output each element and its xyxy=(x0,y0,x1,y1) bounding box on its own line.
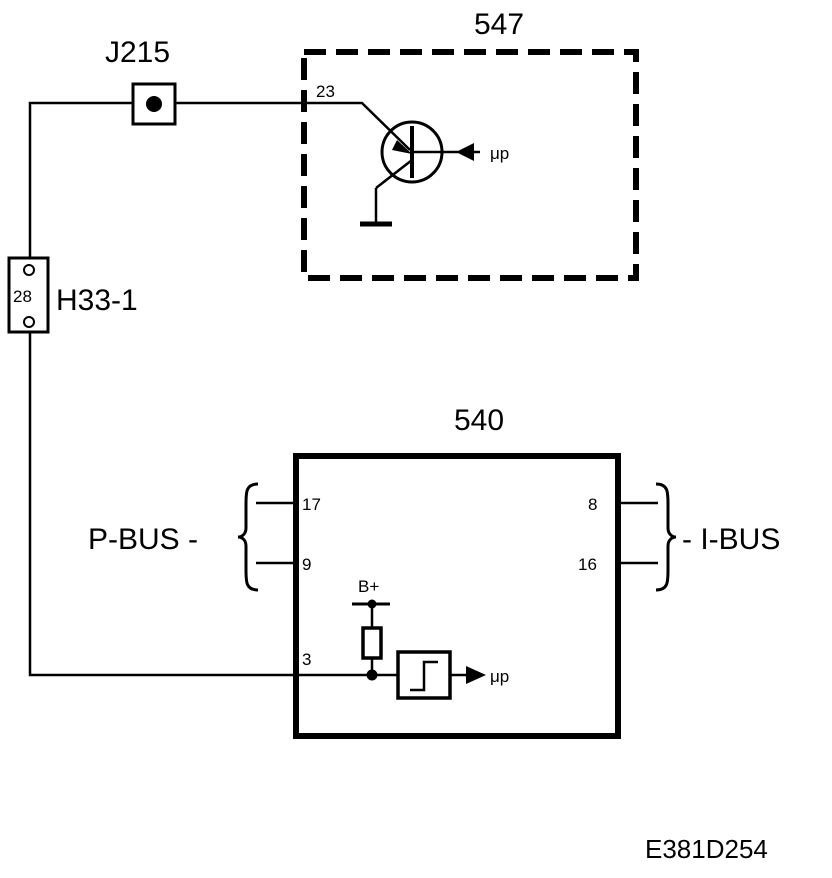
connector-h33-1-pin: 28 xyxy=(13,287,32,306)
module-540-pin-16: 16 xyxy=(578,555,597,574)
supply-b-plus-label: B+ xyxy=(358,577,379,596)
transistor-symbol xyxy=(360,120,444,227)
schmitt-trigger: μp xyxy=(372,650,509,700)
module-547: 547 23 μp xyxy=(301,8,639,281)
i-bus-label: - I-BUS xyxy=(682,523,780,556)
p-bus-label: P-BUS - xyxy=(88,523,198,556)
output-arrow-icon xyxy=(466,666,486,684)
module-540-label: 540 xyxy=(454,404,504,437)
module-540: 540 17 9 8 16 3 B+ μp xyxy=(256,404,658,739)
module-540-pin-8: 8 xyxy=(588,495,597,514)
connector-j215-label: J215 xyxy=(105,36,170,69)
emitter-arrow-icon xyxy=(392,140,412,154)
module-547-output-label: μp xyxy=(490,144,509,163)
i-bus-brace: - I-BUS xyxy=(655,482,780,592)
connector-h33-1-label: H33-1 xyxy=(56,284,138,317)
p-bus-brace: P-BUS - xyxy=(88,482,259,592)
module-540-pin-9: 9 xyxy=(302,555,311,574)
signal-wire xyxy=(28,101,411,677)
connector-j215: J215 xyxy=(105,36,177,126)
module-547-label: 547 xyxy=(474,8,524,41)
connector-h33-1: 28 H33-1 xyxy=(7,256,138,334)
module-540-pin-17: 17 xyxy=(302,495,321,514)
reference-code: E381D254 xyxy=(645,834,768,864)
input-arrow-icon xyxy=(456,143,474,161)
module-540-pin-3: 3 xyxy=(302,650,311,669)
module-547-pin-23: 23 xyxy=(316,82,335,101)
module-540-output-label: μp xyxy=(490,667,509,686)
pull-up-resistor: B+ xyxy=(352,577,390,681)
